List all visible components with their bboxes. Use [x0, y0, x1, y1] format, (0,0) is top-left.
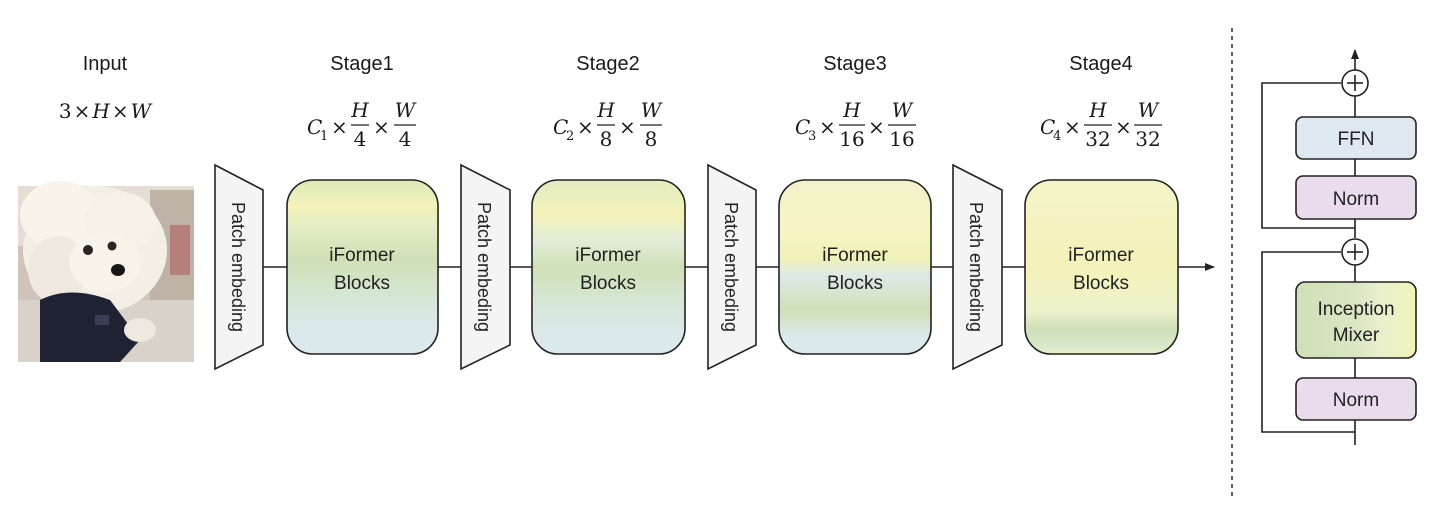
iformer-blocks-stage2: iFormer Blocks	[531, 179, 686, 355]
patch-embedding-label: Patch embeding	[721, 202, 741, 332]
svg-text:iFormer: iFormer	[329, 245, 395, 266]
svg-text:W: W	[641, 98, 663, 122]
svg-text:32: 32	[1085, 127, 1110, 151]
svg-text:4: 4	[354, 127, 367, 151]
svg-text:H: H	[350, 98, 369, 122]
block-detail: FFN Norm Inception Mixer Norm	[1261, 49, 1417, 445]
dog-photo	[18, 181, 194, 362]
patch-embedding-label: Patch embeding	[228, 202, 248, 332]
svg-text:32: 32	[1135, 127, 1160, 151]
stage-shape: C 2 × H 8 × W 8	[553, 98, 663, 151]
svg-text:iFormer: iFormer	[822, 245, 888, 266]
svg-text:C: C	[307, 115, 322, 139]
iformer-blocks-stage3: iFormer Blocks	[778, 179, 932, 355]
svg-text:FFN: FFN	[1338, 129, 1375, 150]
svg-text:C: C	[795, 115, 810, 139]
svg-text:Norm: Norm	[1333, 189, 1379, 210]
svg-text:1: 1	[320, 129, 328, 144]
svg-text:Blocks: Blocks	[1073, 273, 1129, 294]
svg-text:16: 16	[839, 127, 864, 151]
stage-shape: C 3 × H 16 × W 16	[795, 98, 916, 151]
ffn-box: FFN	[1295, 116, 1417, 160]
svg-text:Blocks: Blocks	[334, 273, 390, 294]
norm-box-bottom: Norm	[1295, 377, 1417, 421]
svg-text:Blocks: Blocks	[580, 273, 636, 294]
svg-text:8: 8	[600, 127, 613, 151]
svg-text:W: W	[1138, 98, 1160, 122]
stage-shape: C 4 × H 32 × W 32	[1040, 98, 1162, 151]
svg-text:×: ×	[619, 115, 636, 139]
stage-title: Stage4	[1069, 53, 1132, 75]
svg-text:×: ×	[577, 115, 594, 139]
stage-shape: C 1 × H 4 × W 4	[307, 98, 417, 151]
iformer-blocks-stage1: iFormer Blocks	[286, 179, 439, 355]
circled-plus-icon	[1341, 69, 1369, 97]
input-title: Input	[83, 53, 128, 75]
inception-mixer-box: Inception Mixer	[1295, 281, 1417, 359]
svg-text:Norm: Norm	[1333, 390, 1379, 411]
svg-text:4: 4	[399, 127, 412, 151]
svg-text:C: C	[553, 115, 568, 139]
svg-text:Inception: Inception	[1317, 299, 1394, 320]
input-shape: 3×H×W	[59, 99, 153, 123]
svg-text:iFormer: iFormer	[575, 245, 641, 266]
svg-text:Mixer: Mixer	[1333, 325, 1380, 346]
svg-text:W: W	[395, 98, 417, 122]
svg-text:iFormer: iFormer	[1068, 245, 1134, 266]
svg-text:H: H	[1088, 98, 1107, 122]
svg-text:×: ×	[819, 115, 836, 139]
stage-title: Stage2	[576, 53, 639, 75]
svg-text:×: ×	[1115, 115, 1132, 139]
patch-embedding-1: Patch embeding	[214, 163, 264, 371]
svg-text:H: H	[842, 98, 861, 122]
svg-text:4: 4	[1053, 129, 1061, 144]
svg-text:8: 8	[645, 127, 658, 151]
patch-embedding-3: Patch embeding	[707, 163, 757, 371]
stage-title: Stage3	[823, 53, 886, 75]
svg-text:16: 16	[889, 127, 914, 151]
patch-embedding-label: Patch embeding	[966, 202, 986, 332]
iformer-blocks-stage4: iFormer Blocks	[1024, 179, 1179, 355]
norm-box-top: Norm	[1295, 175, 1417, 220]
svg-text:2: 2	[566, 129, 574, 144]
svg-text:Blocks: Blocks	[827, 273, 883, 294]
patch-embedding-4: Patch embeding	[952, 163, 1003, 371]
patch-embedding-label: Patch embeding	[474, 202, 494, 332]
svg-text:H: H	[596, 98, 615, 122]
circled-plus-icon	[1341, 238, 1369, 266]
svg-text:×: ×	[331, 115, 348, 139]
patch-embedding-2: Patch embeding	[460, 163, 511, 371]
stage-title: Stage1	[330, 53, 393, 75]
svg-text:3: 3	[808, 129, 816, 144]
svg-text:C: C	[1040, 115, 1055, 139]
svg-text:×: ×	[373, 115, 390, 139]
svg-text:W: W	[892, 98, 914, 122]
svg-text:×: ×	[868, 115, 885, 139]
svg-text:×: ×	[1064, 115, 1081, 139]
